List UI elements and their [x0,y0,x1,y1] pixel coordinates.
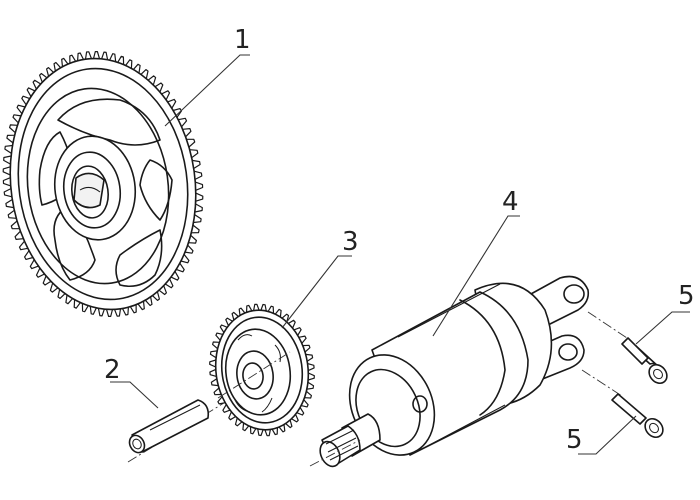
part-4-starter-motor [309,275,590,468]
leader-lines [110,54,690,455]
callout-5-upper: 5 [678,281,695,311]
callout-2: 2 [104,355,121,385]
part-3-small-gear [209,303,315,437]
callout-1: 1 [234,25,251,55]
part-5-bolt-lower [581,369,664,439]
part-2-pin [127,397,233,463]
callout-3: 3 [342,227,359,257]
callout-4: 4 [502,187,519,217]
part-1-large-gear [2,50,204,317]
part-5-bolt-upper [587,311,668,385]
callout-5-lower: 5 [566,425,583,455]
